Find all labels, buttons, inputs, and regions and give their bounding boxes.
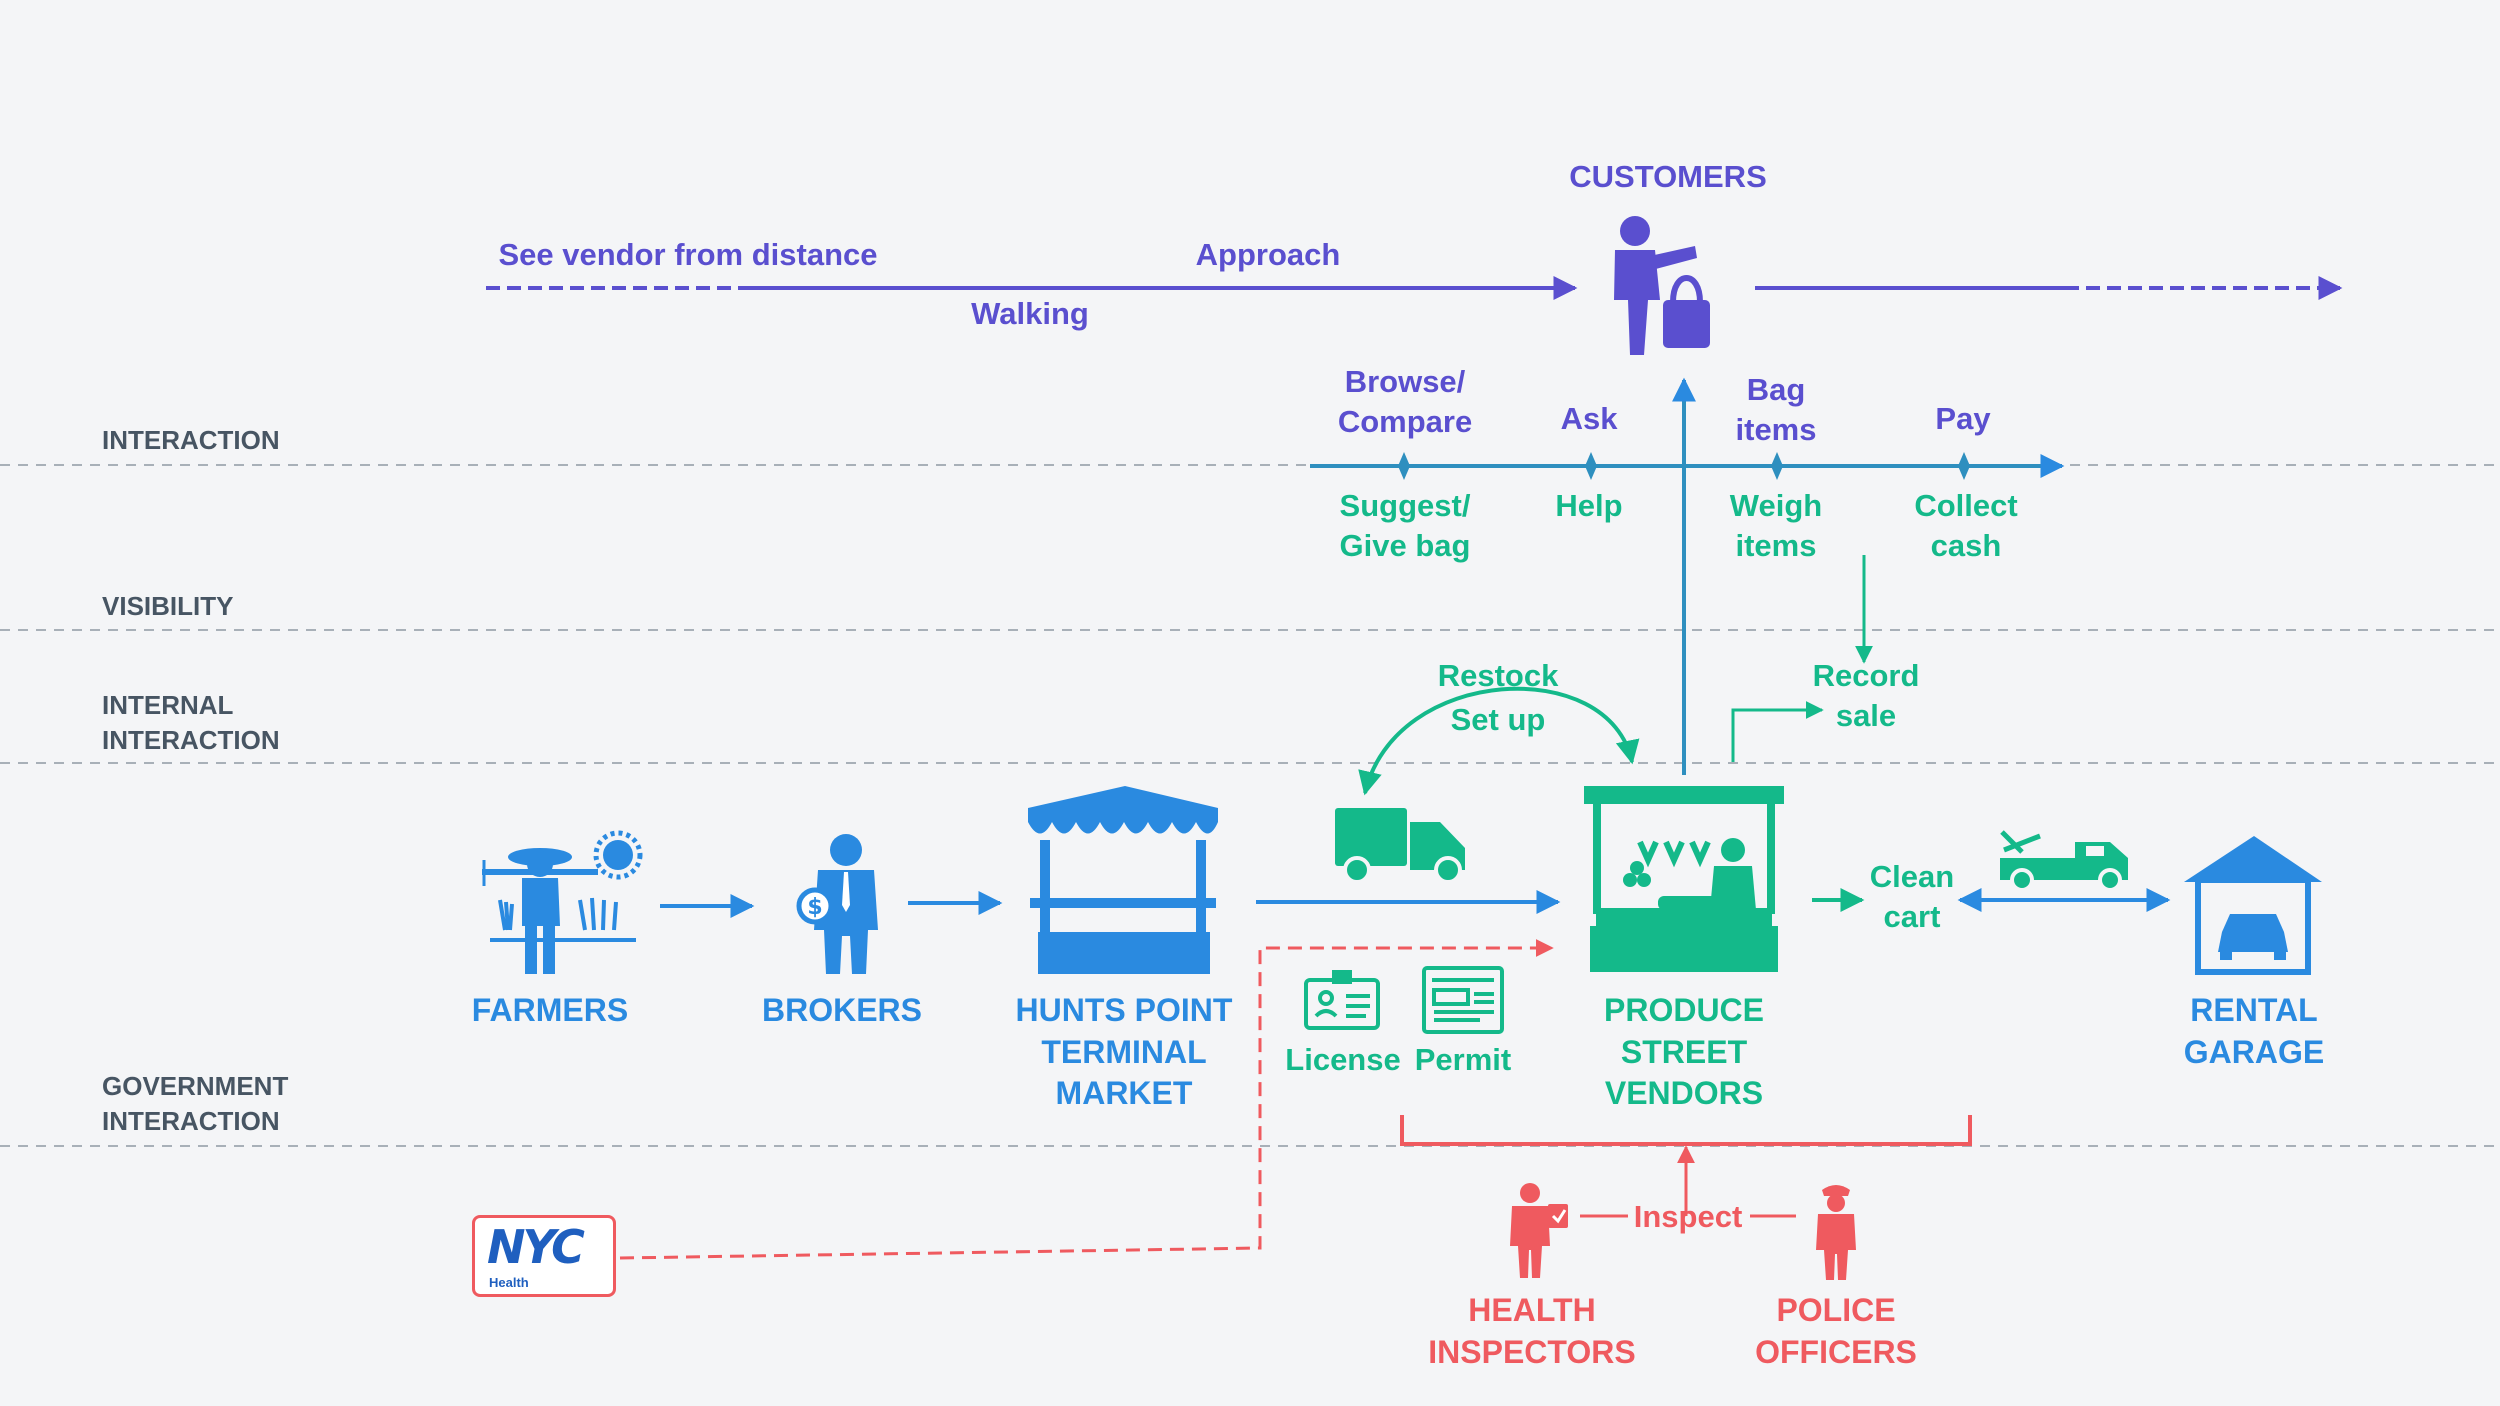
inspect-label: Inspect [1633, 1199, 1743, 1234]
restock-label: Restock [1437, 658, 1559, 693]
farmer-icon [482, 830, 643, 974]
pay-label: Pay [1935, 401, 1991, 436]
record-sale-label: Record sale [1812, 658, 1920, 734]
browse-compare-label: Browse/ Compare [1337, 364, 1473, 440]
svg-text:$: $ [807, 895, 822, 920]
collect-cash-label: Collect cash [1914, 488, 2018, 564]
rental-garage-label: RENTAL GARAGE [2183, 992, 2325, 1070]
nyc-logo-text: NYC [487, 1220, 585, 1274]
permit-document-icon [1422, 966, 1504, 1034]
approach-label: Approach [1195, 237, 1341, 272]
license-card-icon [1304, 970, 1380, 1030]
walking-label: Walking [971, 296, 1089, 331]
health-inspectors-label: HEALTH INSPECTORS [1428, 1292, 1636, 1370]
setup-label: Set up [1450, 702, 1546, 737]
health-inspector-icon [1510, 1183, 1568, 1278]
nyc-health-logo: NYC Health [472, 1215, 616, 1297]
suggest-give-bag-label: Suggest/ Give bag [1339, 488, 1471, 564]
farmers-label: FARMERS [471, 992, 629, 1028]
weigh-items-label: Weigh items [1729, 488, 1823, 564]
lane-label-government: GOVERNMENT INTERACTION [102, 1071, 289, 1137]
customers-label: CUSTOMERS [1569, 159, 1767, 194]
produce-cart-icon [1584, 786, 1784, 972]
garage-icon [2184, 836, 2322, 975]
brokers-label: BROKERS [761, 992, 923, 1028]
police-officers-label: POLICE OFFICERS [1755, 1292, 1917, 1370]
lane-label-interaction: INTERACTION [102, 425, 280, 455]
see-vendor-label: See vendor from distance [498, 237, 878, 272]
hunts-point-market-label: HUNTS POINT TERMINAL MARKET [1015, 992, 1233, 1112]
internal-arrows [1358, 555, 1873, 796]
market-stall-icon [1028, 786, 1218, 974]
supply-chain-arrows [660, 888, 2171, 918]
customer-with-bag-icon [1614, 216, 1710, 355]
lane-dividers [0, 464, 2500, 1147]
help-label: Help [1555, 488, 1623, 523]
bag-items-label: Bag items [1735, 372, 1817, 448]
produce-street-vendors-label: PRODUCE STREET VENDORS [1603, 992, 1765, 1112]
nyc-logo-subtext: Health [489, 1275, 529, 1290]
government-lines [619, 939, 1972, 1260]
lane-label-internal: INTERNAL INTERACTION [102, 690, 280, 756]
delivery-truck-icon [1335, 808, 1465, 884]
clean-cart-label: Clean cart [1869, 859, 1955, 935]
lane-label-visibility: VISIBILITY [102, 591, 234, 621]
ask-label: Ask [1560, 401, 1618, 436]
tow-truck-icon [2000, 830, 2128, 892]
police-officer-icon [1816, 1185, 1856, 1280]
broker-icon: $ [796, 834, 878, 974]
interaction-timeline [1310, 377, 2065, 775]
permit-label: Permit [1414, 1042, 1512, 1077]
license-label: License [1285, 1042, 1401, 1077]
